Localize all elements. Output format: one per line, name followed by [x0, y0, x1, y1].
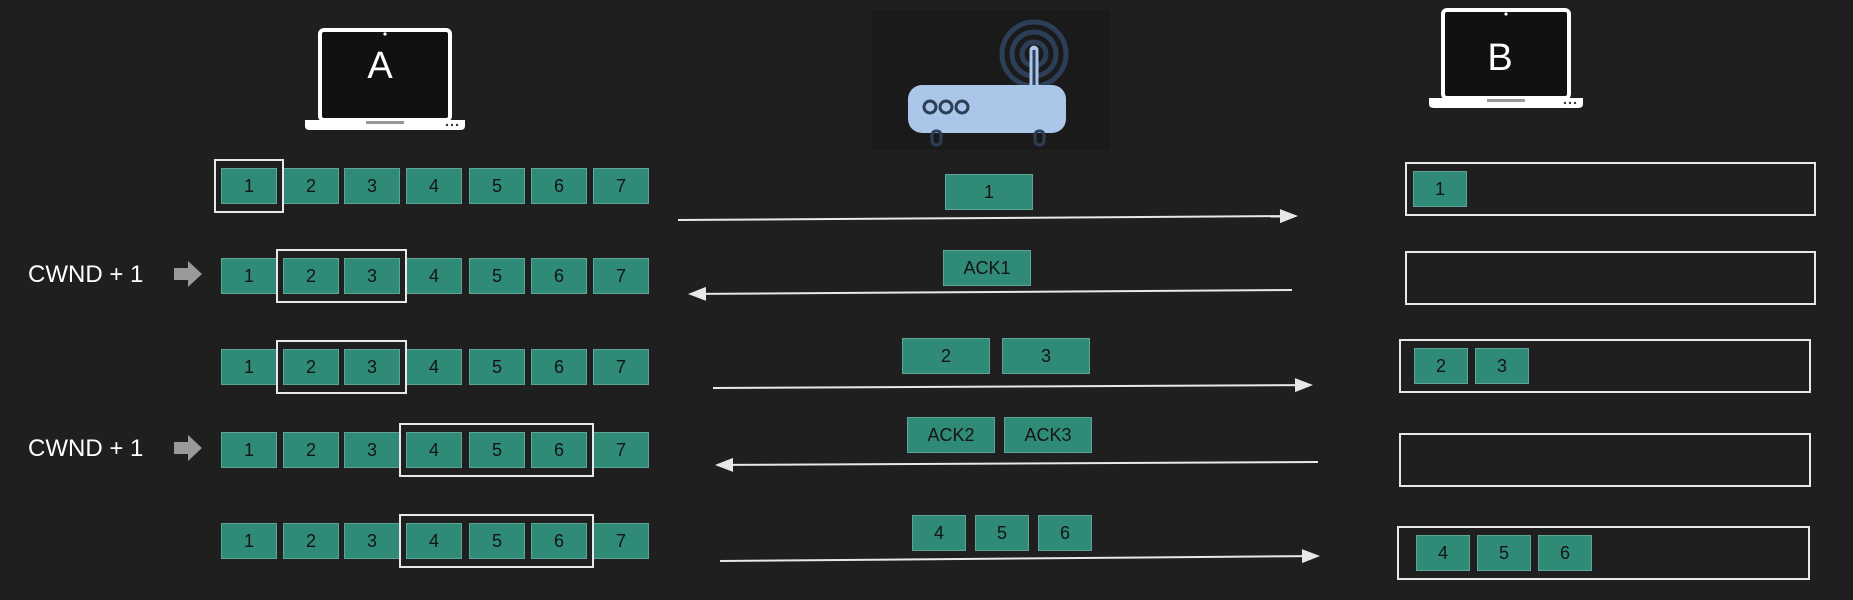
congestion-window-box	[276, 249, 407, 303]
transit-packet: ACK1	[943, 250, 1031, 286]
sender-packet: 6	[531, 349, 587, 385]
sender-packet: 2	[283, 168, 339, 204]
sender-packet: 7	[593, 349, 649, 385]
sender-packet: 3	[344, 349, 400, 385]
arrowhead	[1294, 378, 1313, 393]
sender-packet: 7	[593, 258, 649, 294]
arrowhead	[1301, 549, 1320, 564]
congestion-window-box	[399, 514, 594, 568]
receiver-buffer-box	[1399, 339, 1811, 393]
sender-packet: 4	[406, 523, 462, 559]
sender-packet: 6	[531, 168, 587, 204]
transit-packet: 2	[902, 338, 990, 374]
cwnd-label: CWND + 1	[28, 435, 144, 462]
transit-packet: 4	[912, 515, 966, 551]
congestion-window-box	[214, 159, 284, 213]
sender-packet: 4	[406, 432, 462, 468]
right-arrow-icon	[174, 435, 202, 461]
transit-packet: 1	[945, 174, 1033, 210]
received-packet: 4	[1416, 535, 1470, 571]
sender-packet: 5	[469, 523, 525, 559]
transfer-arrow	[677, 215, 1285, 221]
sender-packet: 7	[593, 432, 649, 468]
sender-packet: 2	[283, 258, 339, 294]
received-packet: 2	[1414, 348, 1468, 384]
sender-packet: 6	[531, 258, 587, 294]
sender-packet: 3	[344, 168, 400, 204]
sender-packet: 3	[344, 523, 400, 559]
sender-packet: 6	[531, 523, 587, 559]
receiver-buffer-box	[1405, 251, 1816, 305]
sender-packet: 5	[469, 349, 525, 385]
congestion-window-box	[276, 340, 407, 394]
sender-packet: 4	[406, 349, 462, 385]
arrowhead	[715, 457, 734, 472]
sender-packet: 5	[469, 432, 525, 468]
received-packet: 5	[1477, 535, 1531, 571]
host-a-label: A	[367, 44, 393, 87]
congestion-window-box	[399, 423, 594, 477]
cwnd-label: CWND + 1	[28, 261, 144, 288]
arrowhead	[688, 286, 707, 301]
received-packet: 1	[1413, 171, 1467, 207]
received-packet: 3	[1475, 348, 1529, 384]
receiver-buffer-box	[1397, 526, 1810, 580]
transfer-arrow	[712, 384, 1300, 389]
transit-packet: 3	[1002, 338, 1090, 374]
laptop-icon	[305, 28, 465, 130]
sender-packet: 1	[221, 523, 277, 559]
sender-packet: 1	[221, 432, 277, 468]
host-b-label: B	[1487, 36, 1513, 79]
transit-packet: 5	[975, 515, 1029, 551]
sender-packet: 7	[593, 523, 649, 559]
transfer-arrow	[719, 555, 1307, 562]
sender-packet: 6	[531, 432, 587, 468]
arrowhead	[1279, 209, 1298, 224]
sender-packet: 5	[469, 168, 525, 204]
sender-packet: 7	[593, 168, 649, 204]
sender-packet: 2	[283, 349, 339, 385]
transit-packet: ACK3	[1004, 417, 1092, 453]
laptop-icon	[1429, 8, 1583, 108]
transit-packet: ACK2	[907, 417, 995, 453]
receiver-buffer-box	[1399, 433, 1811, 487]
received-packet: 6	[1538, 535, 1592, 571]
sender-packet: 1	[221, 349, 277, 385]
sender-packet: 3	[344, 258, 400, 294]
right-arrow-icon	[174, 261, 202, 287]
transit-packet: 6	[1038, 515, 1092, 551]
sender-packet: 2	[283, 523, 339, 559]
sender-packet: 4	[406, 168, 462, 204]
router-icon	[908, 19, 1069, 147]
sender-packet: 1	[221, 168, 277, 204]
sender-packet: 1	[221, 258, 277, 294]
sender-packet: 5	[469, 258, 525, 294]
sender-packet: 4	[406, 258, 462, 294]
transfer-arrow	[728, 461, 1319, 466]
transfer-arrow	[701, 289, 1293, 295]
sender-packet: 2	[283, 432, 339, 468]
sender-packet: 3	[344, 432, 400, 468]
receiver-buffer-box	[1405, 162, 1816, 216]
